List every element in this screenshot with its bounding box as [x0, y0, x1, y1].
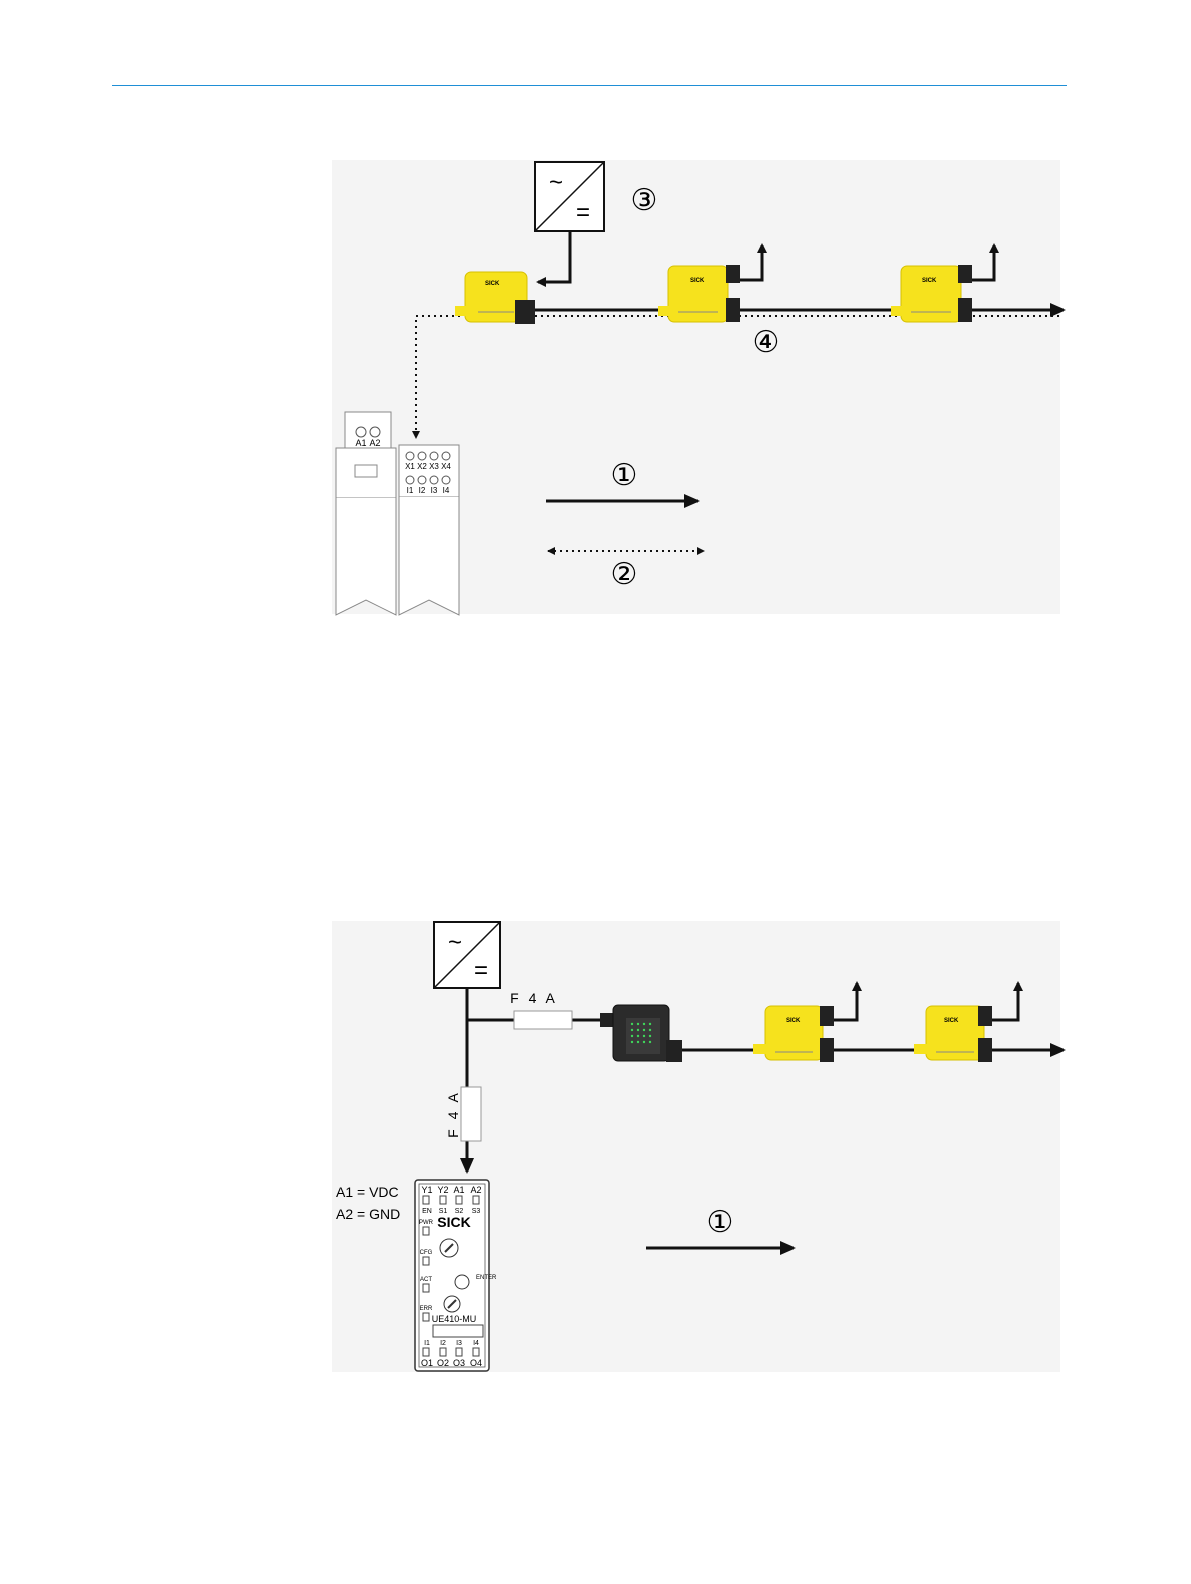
fuse-horizontal-label: F 4 A: [510, 990, 558, 1006]
terminal-label: O4: [470, 1358, 482, 1368]
terminal-label: X1: [405, 462, 415, 471]
sensor-device-5: SICK: [914, 1006, 992, 1062]
legend-a2: A2 = GND: [336, 1206, 400, 1222]
terminal-label: I1: [407, 486, 414, 495]
terminal-label: X2: [417, 462, 427, 471]
callout-4: ④: [753, 326, 780, 359]
gateway-device: [600, 1005, 682, 1062]
device-brand: SICK: [944, 1018, 959, 1024]
power-supply-bottom: ~ =: [434, 922, 500, 988]
terminal-label: Y1: [421, 1185, 432, 1195]
led-label: ACT: [420, 1277, 432, 1283]
ac-symbol: ~: [549, 169, 563, 196]
terminal-label: I2: [419, 486, 426, 495]
dc-symbol: =: [474, 957, 488, 984]
terminal-label: I4: [443, 486, 450, 495]
terminal-label: I3: [431, 486, 438, 495]
power-supply-top: ~ =: [535, 162, 604, 231]
terminal-label: O2: [437, 1358, 449, 1368]
enter-label: ENTER: [476, 1275, 497, 1281]
device-brand: SICK: [485, 281, 500, 287]
model-label: UE410-MU: [432, 1314, 477, 1324]
led-label: ERR: [420, 1306, 433, 1312]
sensor-device-3: SICK: [891, 265, 972, 322]
fuse-vertical: [461, 1087, 481, 1141]
terminal-label: X3: [429, 462, 439, 471]
terminal-label: O1: [421, 1358, 433, 1368]
terminal-label: I3: [456, 1340, 462, 1347]
terminal-label: S3: [472, 1208, 481, 1215]
terminal-label: A1: [355, 438, 366, 448]
signal-line: [416, 316, 460, 438]
safety-controller: Y1 Y2 A1 A2 EN S1 S2 S3 SICK PWR CFG ENT…: [415, 1180, 497, 1371]
terminal-label: A1: [453, 1185, 464, 1195]
callout-1: ①: [611, 459, 638, 492]
terminal-label: I2: [440, 1340, 446, 1347]
led-label: PWR: [419, 1220, 434, 1226]
terminal-label: I4: [473, 1340, 479, 1347]
enter-button: [455, 1275, 469, 1289]
device-brand: SICK: [690, 278, 705, 284]
io-module: X1 X2 X3 X4 I1 I2 I3 I4: [399, 445, 459, 615]
terminal-label: Y2: [437, 1185, 448, 1195]
relay-module: A1 A2 A1 A2: [336, 412, 396, 615]
callout-2: ②: [611, 558, 638, 591]
led-label: CFG: [420, 1250, 433, 1256]
sensor-device-1: SICK: [455, 272, 535, 324]
terminal-label: I1: [424, 1340, 430, 1347]
power-cable: [538, 231, 570, 282]
fuse-horizontal: [514, 1011, 572, 1029]
ac-symbol: ~: [448, 929, 462, 956]
terminal-label: A2: [369, 438, 380, 448]
output-arrow-2: [972, 245, 994, 280]
device-brand: SICK: [786, 1018, 801, 1024]
terminal-label: O3: [453, 1358, 465, 1368]
sensor-device-2: SICK: [658, 265, 740, 322]
fuse-vertical-label: F 4 A: [445, 1090, 461, 1138]
dc-symbol: =: [576, 199, 590, 226]
terminal-label: A2: [470, 1185, 481, 1195]
controller-brand: SICK: [437, 1214, 470, 1230]
output-arrow-4: [992, 983, 1018, 1020]
sensor-device-4: SICK: [753, 1006, 834, 1062]
terminal-label: EN: [422, 1208, 432, 1215]
callout-1-bottom: ①: [707, 1206, 734, 1239]
device-brand: SICK: [922, 278, 937, 284]
output-arrow-3: [834, 983, 857, 1020]
callout-3: ③: [631, 184, 658, 217]
terminal-label: X4: [441, 462, 451, 471]
legend-a1: A1 = VDC: [336, 1184, 399, 1200]
output-arrow-1: [740, 245, 762, 280]
